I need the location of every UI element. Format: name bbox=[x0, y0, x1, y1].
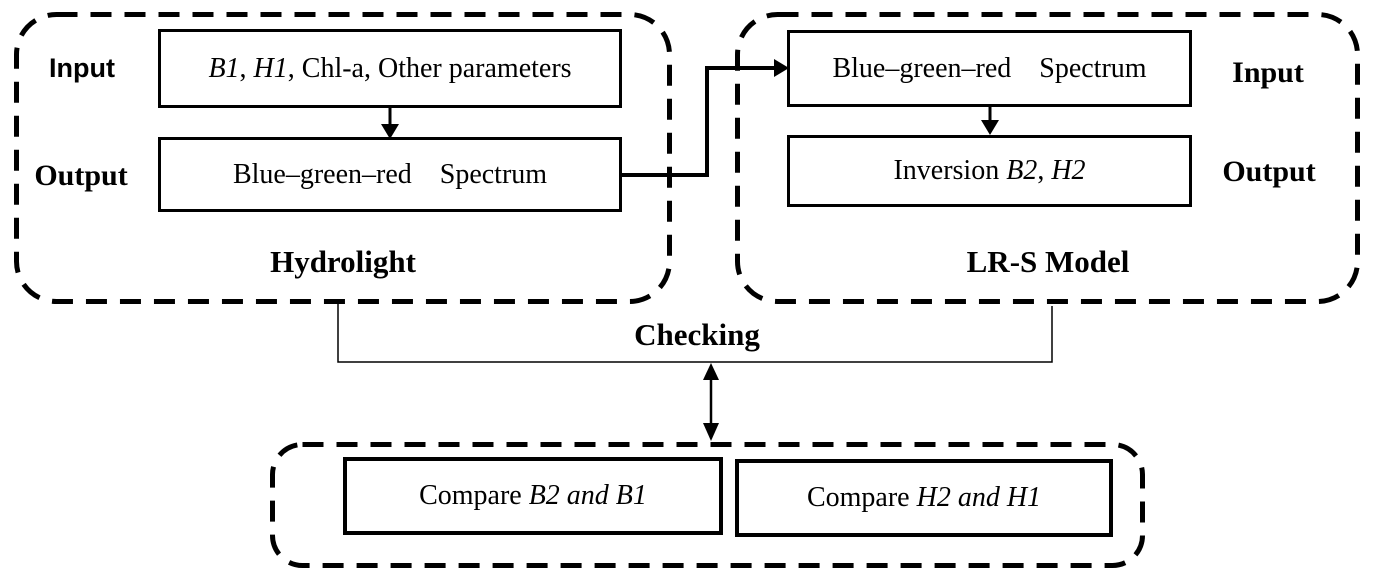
lrs-model-panel-border bbox=[735, 12, 1360, 304]
lrs-output-label: Output bbox=[1222, 155, 1316, 188]
checking-bracket-line bbox=[337, 304, 1053, 363]
arrow-right-icon bbox=[774, 59, 789, 77]
arrow-down-lrs-icon bbox=[981, 107, 999, 135]
hydrolight-output-label: Output bbox=[34, 159, 128, 192]
hydrolight-input-label: Input bbox=[49, 52, 115, 83]
checking-label: Checking bbox=[634, 317, 760, 352]
compare-h-box: Compare H2 and H1 bbox=[735, 459, 1113, 537]
arrow-down-hydrolight-icon bbox=[381, 108, 399, 139]
compare-panel-border bbox=[270, 442, 1145, 568]
lrs-input-label: Input bbox=[1232, 56, 1304, 89]
double-arrow-vertical-icon bbox=[703, 363, 719, 441]
connector-hydrolight-to-lrs bbox=[622, 59, 789, 177]
lrs-output-box: Inversion B2, H2 bbox=[787, 135, 1192, 207]
lrs-input-box: Blue–green–red Spectrum bbox=[787, 30, 1192, 107]
hydrolight-panel-border bbox=[14, 12, 672, 304]
hydrolight-input-box: B1, H1, Chl-a, Other parameters bbox=[158, 29, 622, 108]
hydrolight-title: Hydrolight bbox=[270, 244, 416, 279]
lrs-model-title: LR-S Model bbox=[966, 244, 1130, 279]
hydrolight-output-box: Blue–green–red Spectrum bbox=[158, 137, 622, 212]
compare-b-box: Compare B2 and B1 bbox=[343, 457, 723, 535]
